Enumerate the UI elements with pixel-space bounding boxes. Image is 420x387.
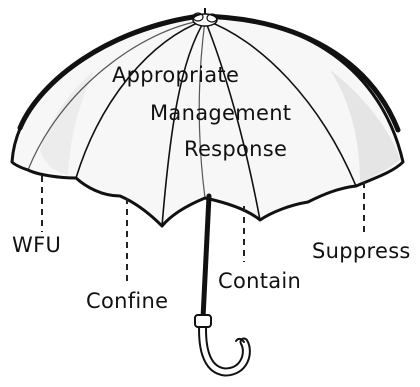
umbrella-ribs [27, 19, 357, 227]
umbrella-canopy [10, 13, 405, 228]
umbrella-tip [192, 8, 218, 27]
label-wfu: WFU [12, 233, 61, 257]
label-confine: Confine [86, 289, 168, 313]
leader-lines [41, 176, 365, 282]
label-suppress: Suppress [312, 239, 411, 263]
umbrella-handle [194, 193, 251, 377]
title-line-1: Appropriate [112, 63, 239, 87]
response-labels: WFU Confine Contain Suppress [12, 233, 411, 313]
title-line-2: Management [150, 101, 291, 125]
title-line-3: Response [184, 137, 287, 161]
label-contain: Contain [218, 269, 301, 293]
canopy-title: Appropriate Management Response [112, 63, 291, 161]
